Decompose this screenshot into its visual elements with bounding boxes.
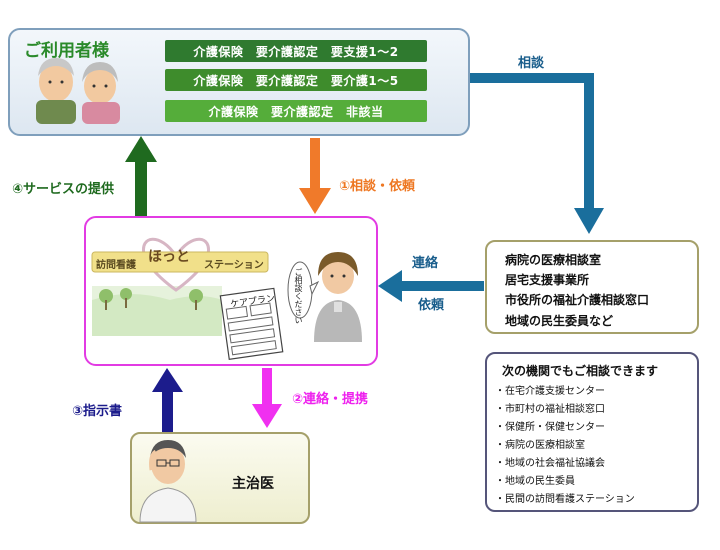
hospital-box	[485, 240, 699, 334]
station-banner-right: ステーション	[204, 260, 264, 271]
station-banner-center: ほっと	[148, 249, 190, 265]
hospital-line: 地域の民生委員など	[505, 314, 614, 328]
consult-arrow	[470, 73, 604, 234]
hospital-line: 病院の医療相談室	[505, 253, 602, 267]
coop-label: ②連絡・提携	[292, 392, 369, 407]
speech-text: ご相談ください	[294, 268, 303, 324]
service-label: ④サービスの提供	[12, 182, 115, 197]
request-label: ①相談・依頼	[339, 179, 416, 194]
other-agency-item: ・在宅介護支援センター	[495, 386, 605, 397]
contact-label: 連絡	[412, 256, 439, 271]
users-title: ご利用者様	[24, 41, 109, 61]
station-banner-left: 訪問看護	[96, 260, 136, 271]
care-level-not-applicable: 介護保険 要介護認定 非該当	[165, 100, 427, 122]
other-agency-item: ・市町村の福祉相談窓口	[495, 404, 605, 415]
hospital-line: 市役所の福祉介護相談窓口	[505, 293, 650, 307]
order-label: ③指示書	[72, 404, 123, 419]
other-agency-item: ・地域の民生委員	[495, 476, 575, 487]
other-agency-item: ・民間の訪問看護ステーション	[495, 494, 635, 505]
service-arrow	[125, 136, 157, 216]
doctor-box	[130, 432, 310, 524]
other-agency-item: ・保健所・保健センター	[495, 422, 605, 433]
order-arrow	[152, 368, 183, 432]
care-level-care: 介護保険 要介護認定 要介護1～5	[165, 69, 427, 91]
other-agency-item: ・病院の医療相談室	[495, 440, 585, 451]
other-agencies-title: 次の機関でもご相談できます	[502, 364, 659, 378]
station-box	[84, 216, 378, 366]
other-agencies-box	[485, 352, 699, 512]
other-agency-item: ・地域の社会福祉協議会	[495, 458, 605, 469]
request-arrow	[299, 138, 331, 214]
care-level-support: 介護保険 要介護認定 要支援1～2	[165, 40, 427, 62]
hospital-line: 居宅支援事業所	[505, 273, 590, 287]
coop-arrow	[252, 368, 282, 428]
request2-label: 依頼	[418, 298, 445, 313]
doctor-label: 主治医	[232, 476, 274, 492]
consult-label: 相談	[518, 56, 545, 71]
